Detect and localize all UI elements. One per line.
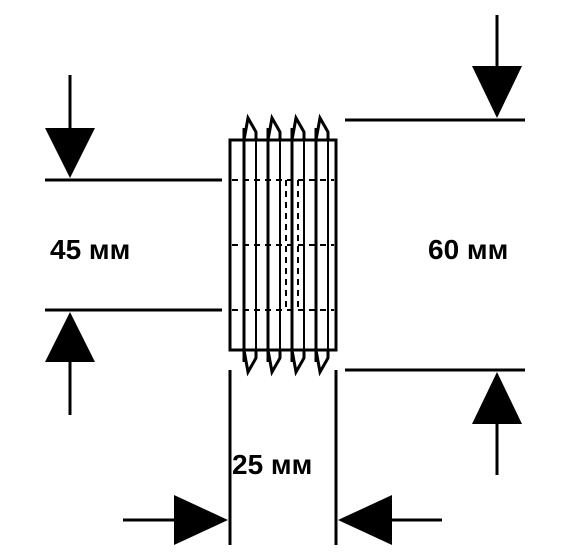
inner-diameter-label: 45 мм	[50, 234, 130, 265]
sleeve-outline	[228, 138, 338, 352]
corrugated-sleeve	[228, 113, 338, 377]
sleeve-bottom-tooth-4	[314, 349, 330, 377]
outer-top-arrow-icon	[472, 66, 522, 118]
sleeve-top-tooth-4	[314, 113, 330, 141]
sleeve-top-tooth-3	[290, 113, 306, 141]
outer-bottom-arrow-icon	[472, 372, 522, 424]
length-left-arrow-icon	[174, 495, 228, 545]
length-right-arrow-icon	[338, 495, 392, 545]
inner-top-arrow-icon	[45, 128, 95, 178]
length-label: 25 мм	[232, 449, 312, 480]
outer-diameter-dimension: 60 мм	[345, 15, 525, 475]
length-dimension: 25 мм	[123, 370, 442, 545]
sleeve-bottom-tooth-1	[242, 349, 258, 377]
sleeve-bottom-tooth-2	[266, 349, 282, 377]
inner-diameter-dimension: 45 мм	[45, 75, 222, 415]
sleeve-top-tooth-1	[242, 113, 258, 141]
inner-bottom-arrow-icon	[45, 312, 95, 362]
sleeve-bottom-tooth-3	[290, 349, 306, 377]
outer-diameter-label: 60 мм	[428, 234, 508, 265]
sleeve-top-tooth-2	[266, 113, 282, 141]
